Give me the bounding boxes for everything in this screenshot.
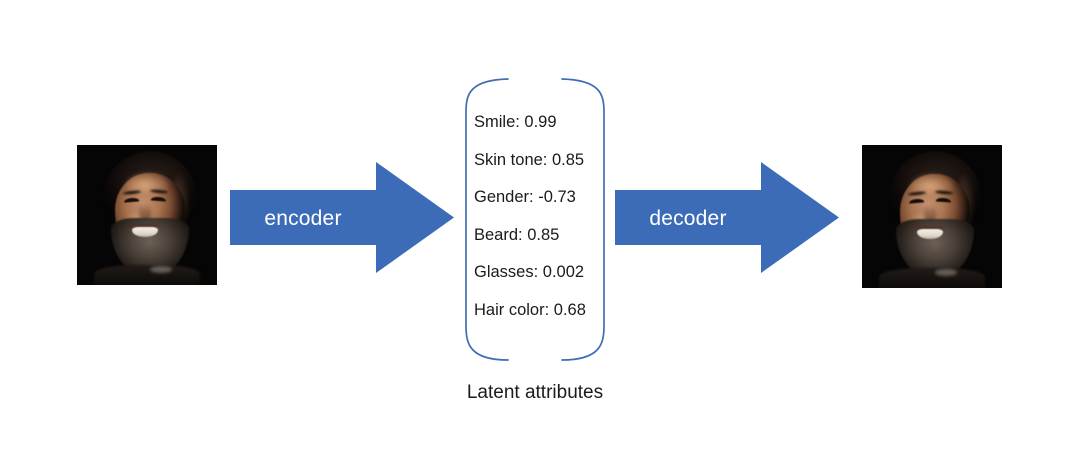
- latent-attribute-smile: Smile: 0.99: [474, 113, 557, 131]
- output-face-photo: [862, 145, 1002, 288]
- decoder-arrow: decoder: [615, 162, 839, 273]
- upper-lip: [129, 224, 161, 228]
- latent-attribute-beard: Beard: 0.85: [474, 225, 560, 244]
- latent-attributes-list: Smile: 0.99 Skin tone: 0.85 Gender: -0.7…: [474, 114, 586, 318]
- collar-region: [878, 267, 986, 288]
- decoder-arrow-shape: [615, 162, 839, 273]
- encoder-arrow: encoder: [230, 162, 454, 273]
- output-face-photo-content: [862, 145, 1002, 288]
- teeth-smile: [916, 228, 944, 240]
- encoder-arrow-label: encoder: [264, 207, 342, 230]
- collar-highlight: [149, 266, 173, 274]
- latent-attribute-gender: Gender: -0.73: [474, 188, 576, 206]
- latent-attribute-glasses: Glasses: 0.002: [474, 263, 585, 281]
- encoder-arrow-shape: [230, 162, 454, 273]
- latent-attribute-skin-tone: Skin tone: 0.85: [474, 150, 585, 169]
- collar-highlight: [934, 268, 958, 276]
- input-face-photo: [77, 145, 217, 285]
- teeth-smile: [131, 226, 159, 238]
- upper-lip: [914, 225, 946, 230]
- latent-attribute-hair-color: Hair color: 0.68: [474, 300, 586, 319]
- decoder-arrow-label: decoder: [649, 207, 727, 230]
- collar-region: [93, 265, 201, 285]
- input-face-photo-content: [77, 145, 217, 285]
- latent-caption: Latent attributes: [466, 382, 604, 403]
- nose-region: [138, 202, 152, 222]
- nose-region: [923, 203, 937, 224]
